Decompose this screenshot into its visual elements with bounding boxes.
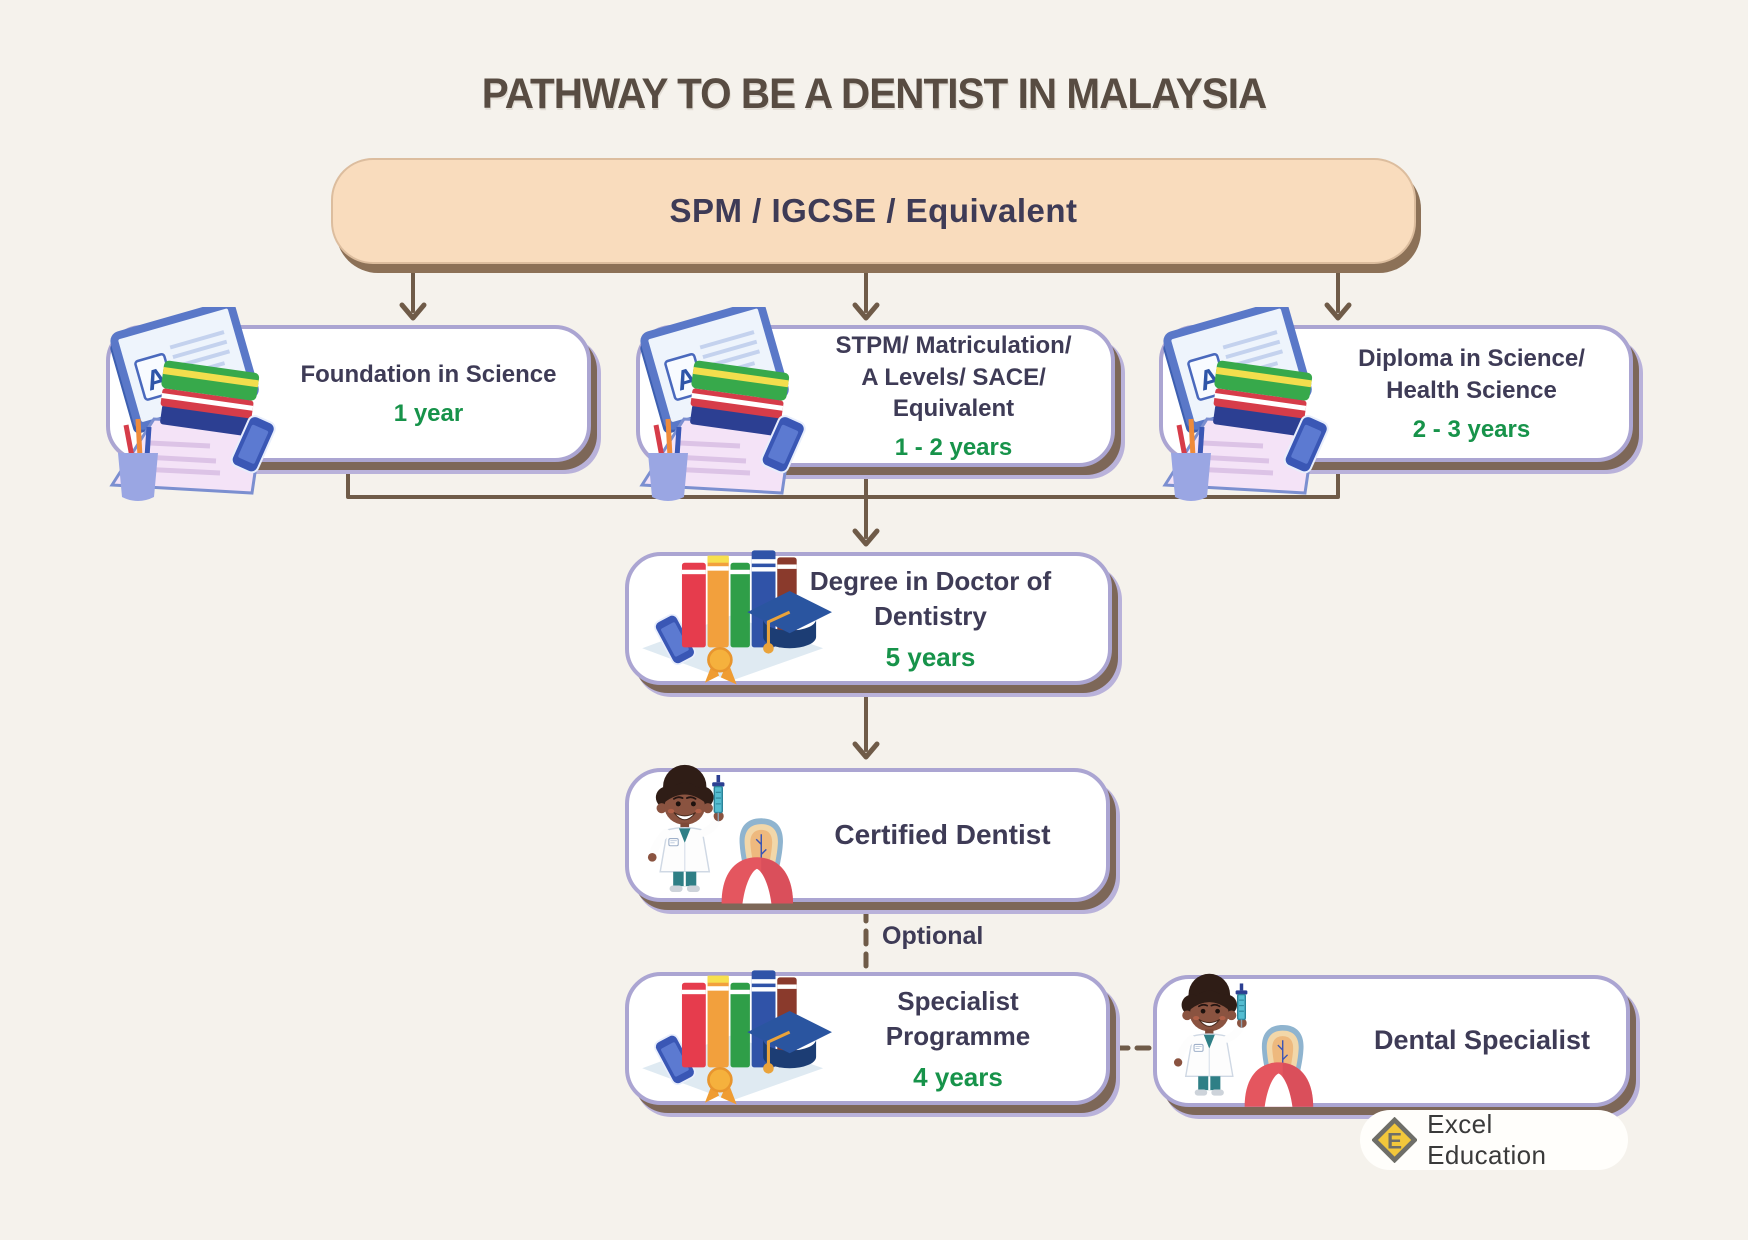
excel-education-logo: E Excel Education — [1360, 1109, 1628, 1170]
merge-connector — [346, 460, 1340, 539]
node-label: STPM/ Matriculation/ — [835, 331, 1072, 359]
node-label: Specialist Programme — [885, 986, 1031, 1051]
node-label: Diploma in Science/ — [1358, 345, 1585, 373]
node-specialist-programme: Specialist Programme 4 years — [625, 968, 1110, 1107]
laptop-books-icon — [632, 307, 808, 503]
arrowhead-icon — [1324, 302, 1352, 321]
node-label: A Levels/ SACE/ Equivalent — [861, 363, 1046, 423]
dentist-tooth-icon — [647, 762, 799, 910]
node-label: Dentistry — [874, 600, 987, 631]
node-certified-dentist: Certified Dentist — [625, 768, 1110, 902]
excel-logo-diamond-icon: E — [1372, 1117, 1418, 1163]
node-spm-igcse: SPM / IGCSE / Equivalent — [331, 158, 1416, 264]
node-foundation-in-science: Foundation in Science 1 year — [106, 325, 591, 462]
books-gradcap-icon — [640, 968, 832, 1107]
laptop-books-icon — [1155, 307, 1331, 503]
arrowhead-icon — [852, 528, 880, 547]
arrowhead-icon — [852, 741, 880, 760]
laptop-books-icon — [102, 307, 278, 503]
node-dental-specialist: Dental Specialist — [1153, 975, 1630, 1107]
node-label: SPM / IGCSE / Equivalent — [669, 192, 1078, 229]
arrowhead-icon — [852, 302, 880, 321]
arrowhead-icon — [399, 302, 427, 321]
node-degree-dentistry: Degree in Doctor of Dentistry 5 years — [625, 548, 1112, 687]
page-title: PATHWAY TO BE A DENTIST IN MALAYSIA — [481, 70, 1268, 118]
node-label: Certified Dentist — [834, 818, 1051, 850]
logo-text: Excel Education — [1427, 1109, 1547, 1170]
node-duration: 4 years — [913, 1061, 1003, 1092]
node-duration: 1 - 2 years — [894, 434, 1013, 461]
node-duration: 1 year — [393, 399, 464, 427]
optional-connector-label: Optional — [882, 922, 984, 950]
node-duration: 2 - 3 years — [1412, 415, 1531, 443]
node-label: Dental Specialist — [1373, 1025, 1591, 1056]
node-label: Health Science — [1386, 377, 1557, 404]
node-label: Degree in Doctor of — [809, 566, 1052, 597]
node-stpm-matriculation: STPM/ Matriculation/ A Levels/ SACE/ Equ… — [636, 325, 1115, 467]
logo-monogram: E — [1387, 1128, 1402, 1153]
node-label: Foundation in Science — [300, 361, 557, 389]
node-duration: 5 years — [885, 641, 976, 672]
node-diploma-in-science: Diploma in Science/ Health Science 2 - 3… — [1159, 325, 1633, 462]
dentist-tooth-icon — [1173, 971, 1319, 1113]
